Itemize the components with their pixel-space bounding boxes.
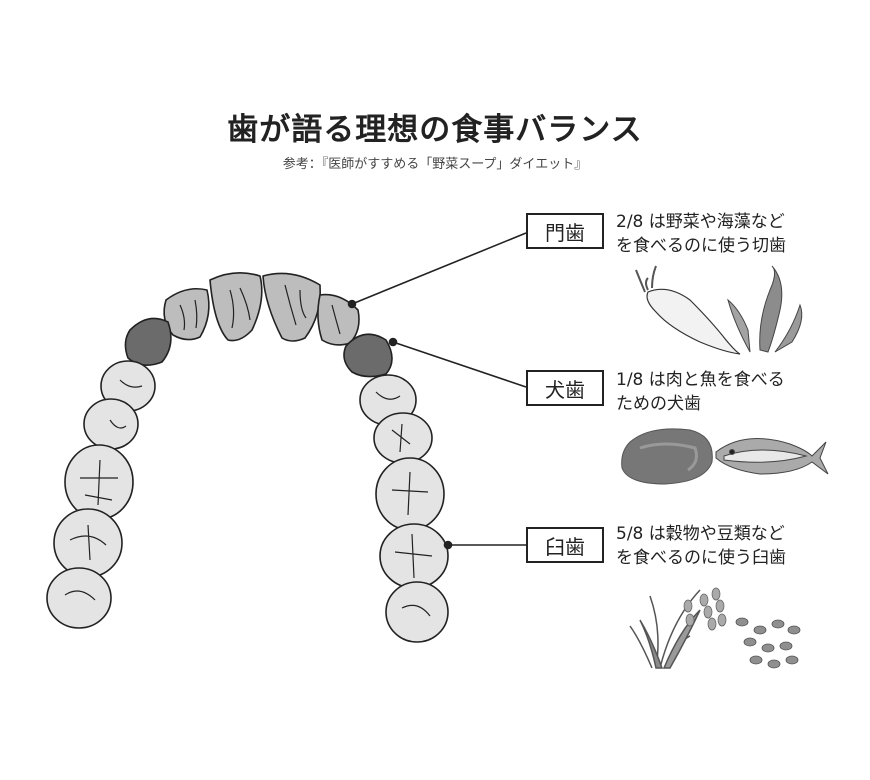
molar-tooth bbox=[53, 508, 123, 578]
incisor-tooth bbox=[262, 272, 322, 342]
rice-plant-illustration bbox=[629, 587, 727, 669]
incisor-tooth bbox=[209, 272, 263, 342]
molar-label: 臼歯 bbox=[526, 527, 604, 563]
beans-illustration bbox=[735, 617, 801, 669]
canine-tooth bbox=[124, 317, 172, 366]
molar-tooth bbox=[375, 457, 445, 531]
tooth-grooves bbox=[64, 284, 433, 617]
seaweed-illustration bbox=[727, 265, 803, 353]
canine-description: 1/8 は肉と魚を食べる ための犬歯 bbox=[616, 368, 841, 416]
molar-tooth bbox=[379, 523, 449, 589]
canine-description-line1: 1/8 は肉と魚を食べる bbox=[616, 370, 785, 390]
fish-illustration bbox=[715, 438, 829, 475]
incisor-description-line1: 2/8 は野菜や海藻など bbox=[616, 212, 785, 232]
canine-description-line2: ための犬歯 bbox=[616, 394, 701, 414]
molar-description: 5/8 は穀物や豆類など を食べるのに使う臼歯 bbox=[616, 522, 841, 570]
incisor-description-line2: を食べるのに使う切歯 bbox=[616, 236, 786, 256]
daikon-radish-illustration bbox=[635, 265, 741, 355]
meat-illustration bbox=[621, 428, 713, 485]
incisor-pointer-dot bbox=[347, 299, 357, 309]
left-molars bbox=[46, 360, 156, 629]
page-title: 歯が語る理想の食事バランス bbox=[227, 112, 643, 148]
molar-pointer-dot bbox=[443, 540, 453, 550]
incisor-label: 門歯 bbox=[526, 213, 604, 249]
molar-tooth bbox=[83, 398, 139, 450]
canine-tooth bbox=[343, 333, 393, 378]
canine-label: 犬歯 bbox=[526, 370, 604, 406]
molar-description-line1: 5/8 は穀物や豆類など bbox=[616, 524, 785, 544]
canine-pointer-dot bbox=[388, 337, 398, 347]
right-molars bbox=[359, 374, 449, 643]
source-reference: 参考：『医師がすすめる「野菜スープ」ダイエット』 bbox=[282, 157, 588, 172]
molar-tooth bbox=[46, 567, 112, 629]
incisor-teeth bbox=[163, 272, 360, 346]
incisor-description: 2/8 は野菜や海藻など を食べるのに使う切歯 bbox=[616, 210, 841, 258]
canine-teeth bbox=[124, 317, 393, 378]
molar-tooth bbox=[385, 581, 449, 643]
molar-description-line2: を食べるのに使う臼歯 bbox=[616, 548, 786, 568]
